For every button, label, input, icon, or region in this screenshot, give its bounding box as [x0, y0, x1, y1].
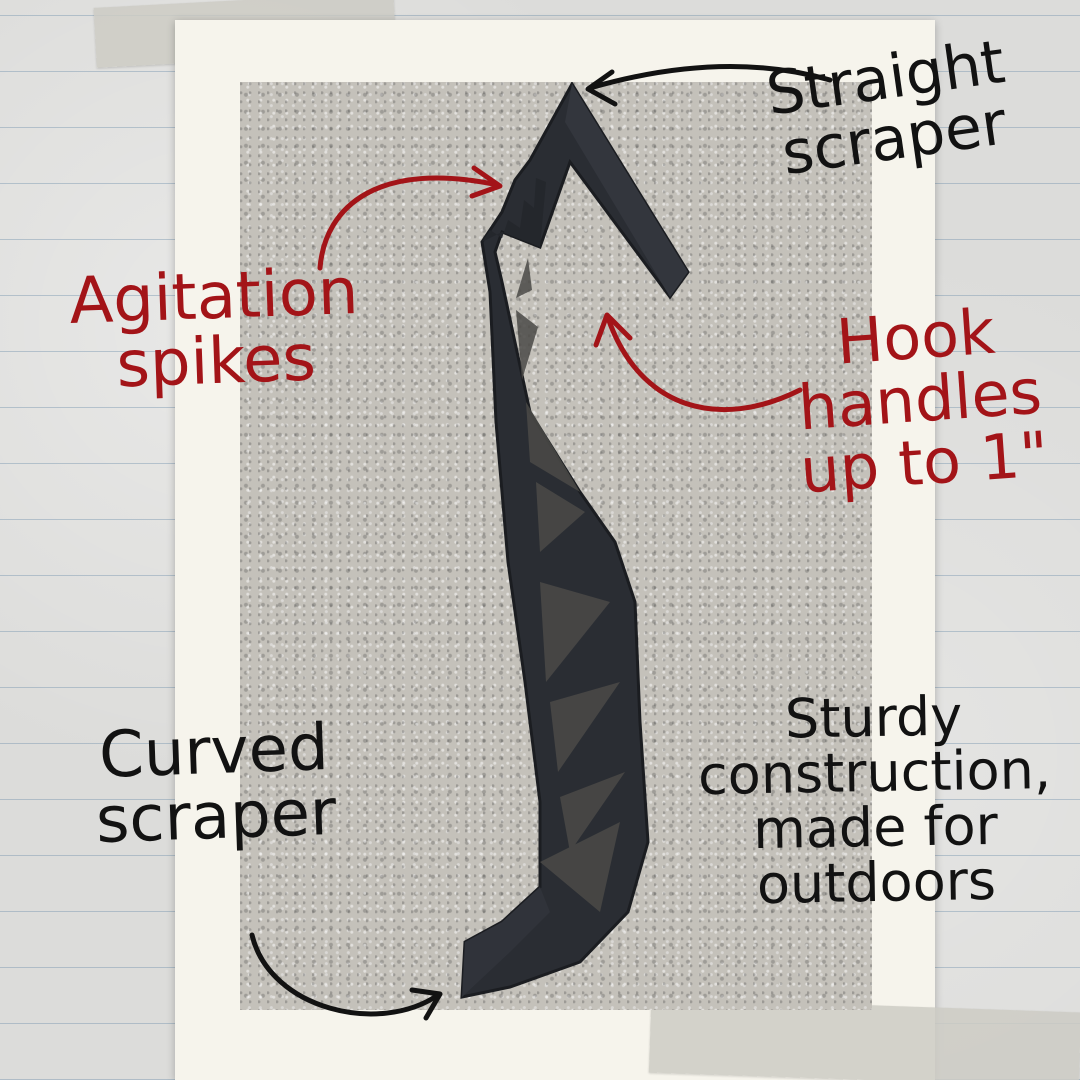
truss-holes: [516, 258, 625, 912]
agitation-spikes-shape: [482, 178, 546, 247]
label-curved-scraper: Curved scraper: [94, 711, 338, 859]
label-hook-handles: Hook handles up to 1": [795, 294, 1051, 508]
scraper-tool-image: [460, 82, 690, 999]
straight-scraper-arm: [565, 84, 688, 297]
curved-scraper-blade: [462, 887, 550, 997]
label-sturdy-construction: Sturdy construction, made for outdoors: [697, 684, 1052, 917]
label-agitation-spikes: Agitation spikes: [68, 254, 360, 403]
